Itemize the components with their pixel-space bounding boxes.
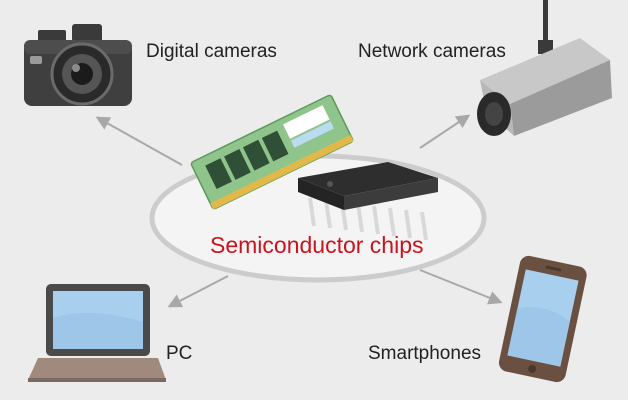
arrow-to-pc [167,275,229,308]
network-cameras-label: Network cameras [358,41,506,62]
network-camera-icon [477,0,612,136]
ic-chip-icon [298,162,438,241]
arrow-to-network-cameras [419,114,471,149]
smartphone-icon [498,255,587,383]
arrow-to-digital-cameras [95,116,183,166]
digital-cameras-label: Digital cameras [146,41,277,62]
pc-label: PC [166,343,193,364]
arrow-to-smartphones [419,269,503,305]
laptop-icon [28,284,166,382]
memory-module-icon [190,94,354,210]
smartphones-label: Smartphones [368,343,482,364]
digital-camera-icon [24,24,132,106]
semiconductor-chips-label: Semiconductor chips [210,232,424,258]
